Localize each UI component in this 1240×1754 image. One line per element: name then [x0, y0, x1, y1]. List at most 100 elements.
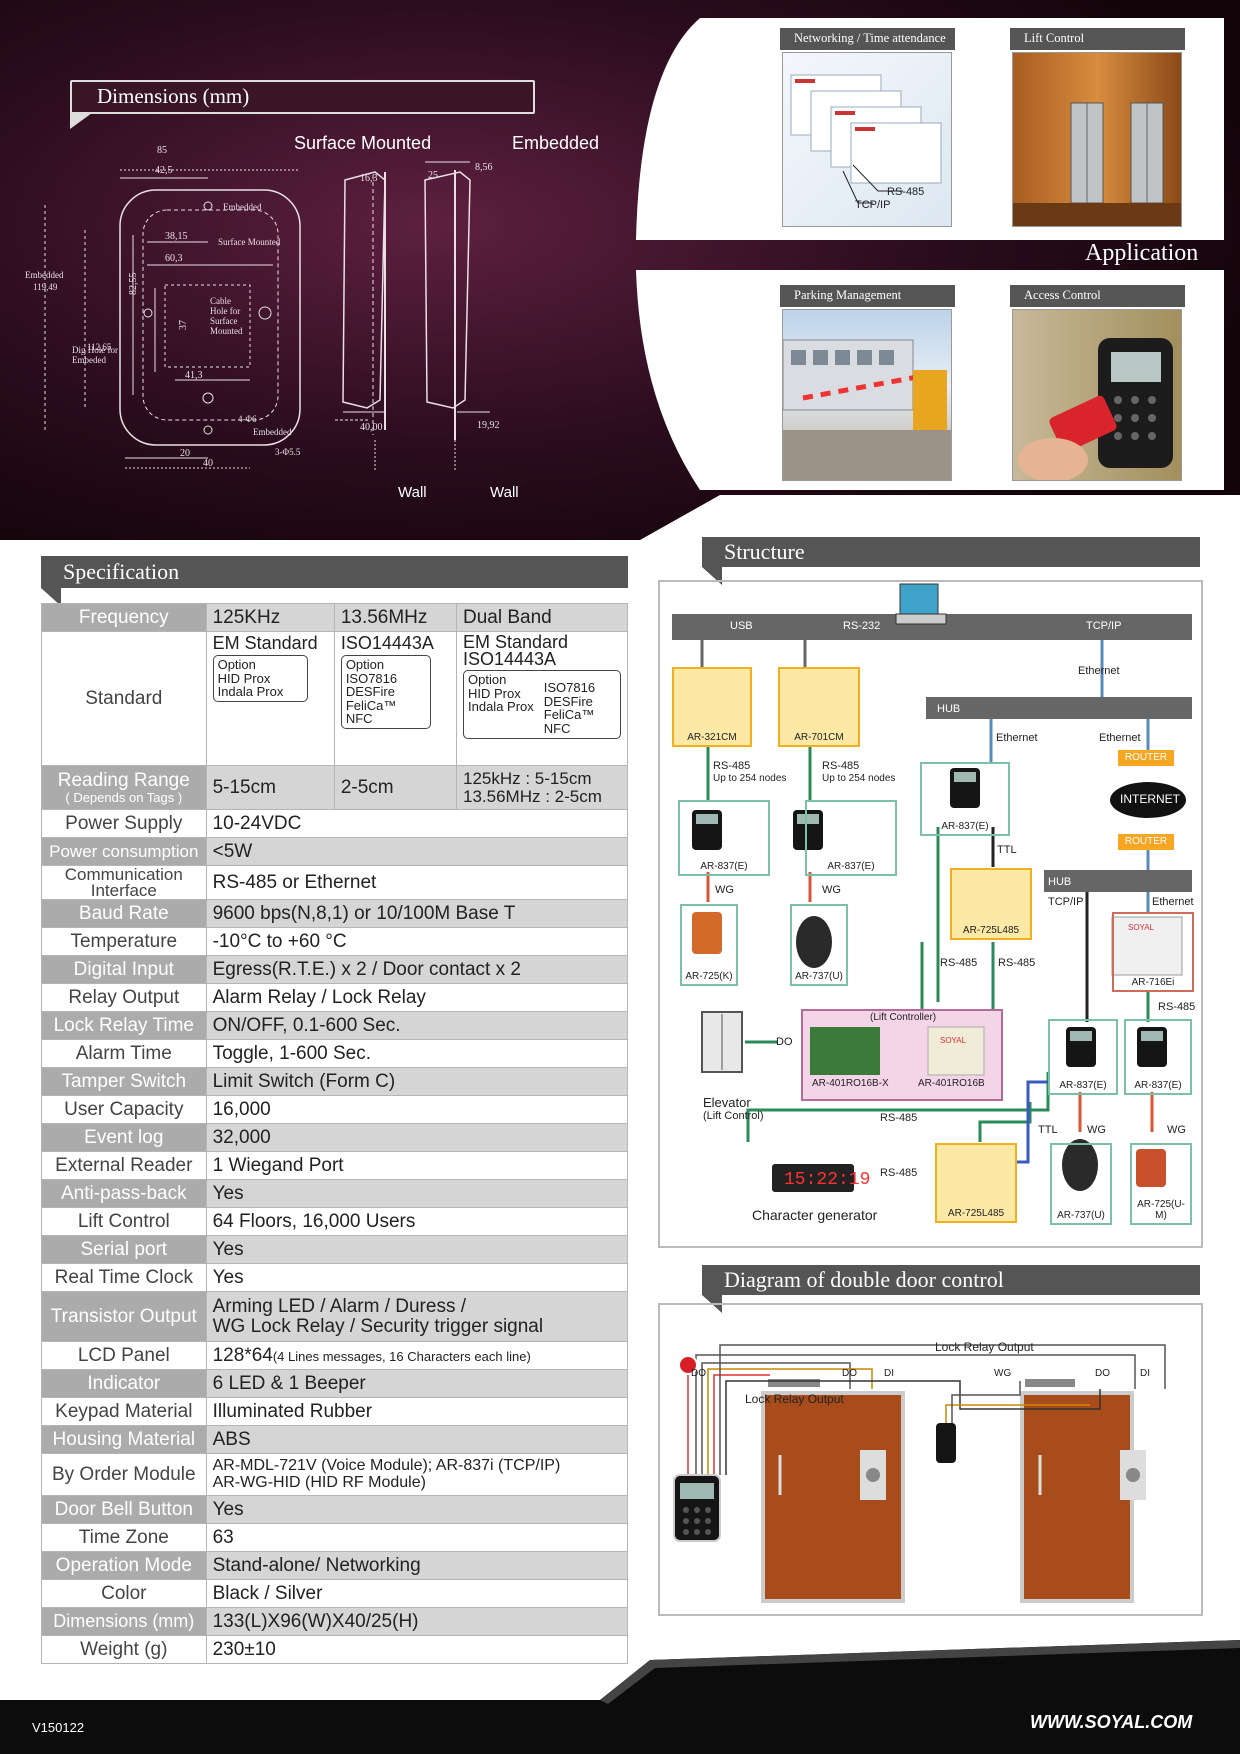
spec-user-label: User Capacity — [41, 1095, 207, 1124]
spec-baud-label: Baud Rate — [41, 899, 207, 928]
struct-chargen: Character generator — [752, 1207, 878, 1223]
struct-wg-a: WG — [715, 884, 734, 896]
dimension-drawing: 85 42,5 16,3 25 8,56 38,15 60,3 41,3 20 … — [25, 145, 500, 470]
spec-keypad: Illuminated Rubber — [205, 1397, 629, 1426]
struct-rs485-d: RS-485 — [998, 957, 1036, 969]
dim-85: 85 — [157, 145, 167, 156]
spec-ext-label: External Reader — [41, 1151, 207, 1180]
struct-tcpip-2: TCP/IP — [1048, 896, 1084, 908]
spec-comm-label: Communication Interface — [41, 865, 207, 900]
struct-ar837c-box: AR-837(E) — [920, 762, 1010, 836]
spec-bell-label: Door Bell Button — [41, 1495, 207, 1524]
struct-tcpip: TCP/IP — [1086, 620, 1122, 632]
struct-rs232: RS-232 — [843, 620, 881, 632]
struct-hub-2: HUB — [1048, 876, 1072, 888]
spec-frequency-125: 125KHz — [205, 603, 335, 632]
access-control-label: Access Control — [1010, 285, 1185, 307]
dim-holes-3: 3-Φ5.5 — [275, 447, 301, 457]
dim-cable-hole: Cable Hole for Surface Mounted — [210, 296, 243, 336]
footer-version: V150122 — [32, 1720, 85, 1735]
spec-trans: Arming LED / Alarm / Duress /WG Lock Rel… — [205, 1291, 629, 1342]
embedded-label: Embedded — [512, 133, 600, 153]
struct-ethernet-3: Ethernet — [1099, 732, 1141, 744]
struct-ar725k: AR-725(K) — [685, 971, 733, 982]
dd-lock-relay-2: Lock Relay Output — [745, 1392, 844, 1406]
spec-event-label: Event log — [41, 1123, 207, 1152]
footer-url[interactable]: WWW.SOYAL.COM — [1030, 1712, 1193, 1732]
struct-nodes-b: Up to 254 nodes — [822, 773, 896, 784]
struct-ar701: AR-701CM — [794, 732, 844, 743]
spec-frequency-label: Frequency — [41, 603, 207, 632]
struct-ar401: AR-401RO16B — [918, 1078, 985, 1089]
spec-liftc: 64 Floors, 16,000 Users — [205, 1207, 629, 1236]
spec-din: Egress(R.T.E.) x 2 / Door contact x 2 — [205, 955, 629, 984]
spec-bell: Yes — [205, 1495, 629, 1524]
spec-op-label: Operation Mode — [41, 1551, 207, 1580]
struct-ar837e-box: AR-837(E) — [1124, 1019, 1192, 1095]
dim-embedded-bottom: Embedded — [253, 427, 292, 437]
dimensions-header — [70, 80, 535, 114]
dimensions-title: Dimensions (mm) — [97, 84, 250, 108]
struct-rs485-c: RS-485 — [940, 957, 978, 969]
spec-range-1356: 2-5cm — [333, 765, 458, 810]
spec-power-supply-label: Power Supply — [41, 809, 207, 838]
spec-serial: Yes — [205, 1235, 629, 1264]
spec-order: AR-MDL-721V (Voice Module); AR-837i (TCP… — [205, 1453, 629, 1496]
spec-dim-label: Dimensions (mm) — [41, 1607, 207, 1636]
parking-photo — [782, 309, 952, 481]
structure-frame — [658, 580, 1203, 1248]
access-control-photo — [1012, 309, 1182, 481]
struct-router-2: ROUTER — [1118, 834, 1174, 850]
dim-dig-hole: Dig Hole for Embeded — [72, 345, 118, 365]
specification-header: Specification — [41, 556, 628, 606]
dimensions-header-tab — [70, 113, 92, 129]
struct-ar716: AR-716Ei — [1131, 977, 1175, 988]
spec-alarm: Toggle, 1-600 Sec. — [205, 1039, 629, 1068]
spec-relay: Alarm Relay / Lock Relay — [205, 983, 629, 1012]
spec-tamper-label: Tamper Switch — [41, 1067, 207, 1096]
struct-wg-d: WG — [1167, 1124, 1186, 1136]
struct-elevator-sub: (Lift Control) — [703, 1110, 764, 1122]
spec-lrt: ON/OFF, 0.1-600 Sec. — [205, 1011, 629, 1040]
struct-ar837b-box: AR-837(E) — [805, 800, 897, 876]
struct-rs485-a: RS-485 — [713, 760, 751, 772]
struct-ar837a: AR-837(E) — [700, 861, 748, 872]
struct-internet: INTERNET — [1120, 792, 1180, 806]
dim-112-65: 112,65 — [87, 342, 112, 352]
spec-temp: -10°C to +60 °C — [205, 927, 629, 956]
lift-control-photo — [1012, 52, 1182, 227]
dd-do-1: DO — [691, 1368, 706, 1379]
struct-ar725l-1-box: AR-725L485 — [950, 868, 1032, 940]
dim-41-3: 41,3 — [185, 370, 203, 381]
structure-header: Structure — [702, 537, 1200, 585]
struct-ethernet-2: Ethernet — [996, 732, 1038, 744]
spec-weight: 230±10 — [205, 1635, 629, 1664]
struct-rs485-e: RS-485 — [1158, 1001, 1196, 1013]
struct-ar837b: AR-837(E) — [827, 861, 875, 872]
dim-holes-4: 4-Φ6 — [238, 414, 257, 424]
spec-standard-label: Standard — [41, 631, 207, 766]
struct-ar401x: AR-401RO16B-X — [812, 1078, 889, 1089]
struct-ar837c: AR-837(E) — [941, 821, 989, 832]
dd-di-1: DI — [884, 1368, 894, 1379]
spec-rtc-label: Real Time Clock — [41, 1263, 207, 1292]
struct-ar837e: AR-837(E) — [1134, 1080, 1182, 1091]
struct-ar737u2: AR-737(U) — [1057, 1210, 1105, 1221]
struct-ar737u2-box: AR-737(U) — [1050, 1143, 1112, 1225]
app-tcpip-label: TCP/IP — [855, 199, 891, 211]
double-door-header: Diagram of double door control — [702, 1265, 1200, 1313]
application-title: Application — [1085, 240, 1199, 266]
dim-42-5: 42,5 — [155, 165, 173, 176]
spec-alarm-label: Alarm Time — [41, 1039, 207, 1068]
spec-op: Stand-alone/ Networking — [205, 1551, 629, 1580]
wall-label-2: Wall — [490, 484, 519, 501]
spec-lrt-label: Lock Relay Time — [41, 1011, 207, 1040]
wall-label-1: Wall — [398, 484, 427, 501]
struct-ar725l-2: AR-725L485 — [947, 1208, 1005, 1219]
struct-rs485-f: RS-485 — [880, 1112, 918, 1124]
struct-ar837d-box: AR-837(E) — [1048, 1019, 1118, 1095]
spec-apb: Yes — [205, 1179, 629, 1208]
